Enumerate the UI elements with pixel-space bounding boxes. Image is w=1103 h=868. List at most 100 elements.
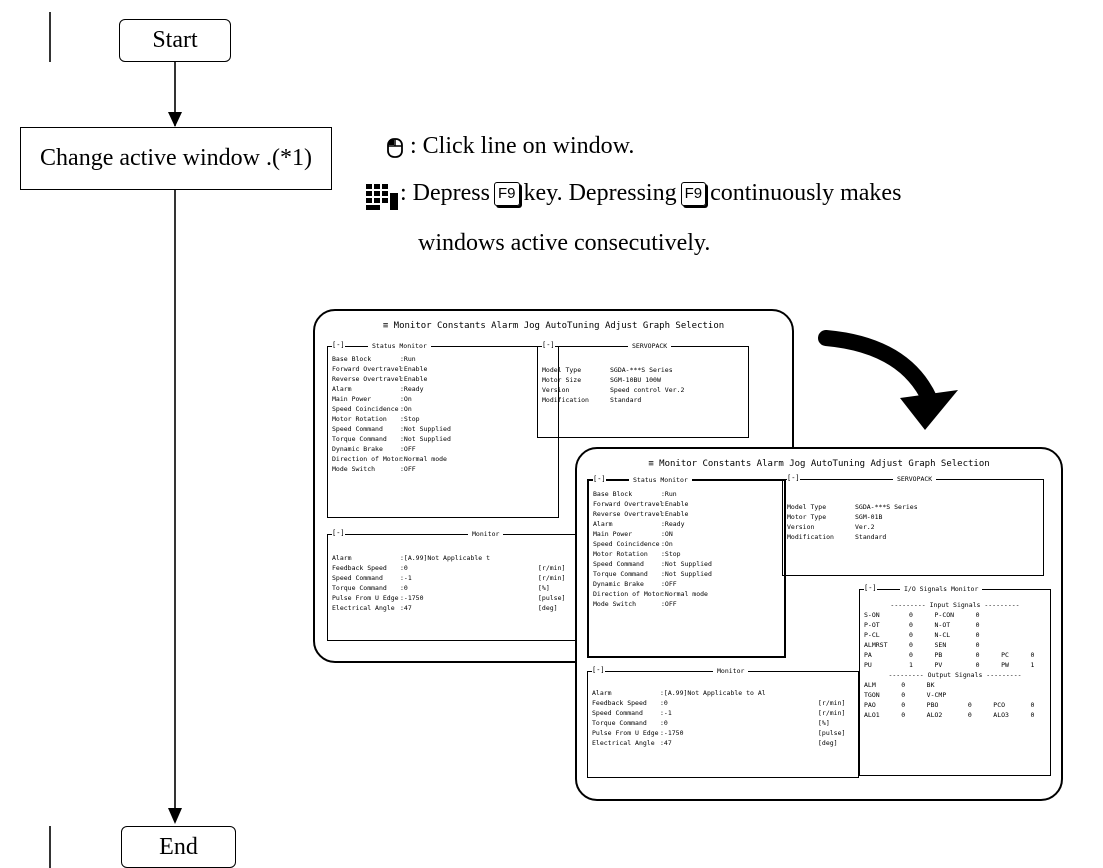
- screen-after: ≡ Monitor Constants Alarm Jog AutoTuning…: [575, 447, 1063, 801]
- monitor-row: Electrical Angle:47[deg]: [332, 604, 558, 612]
- status-row: Main Power:ON: [593, 530, 673, 538]
- signal-cell: N-CL: [934, 631, 951, 639]
- status-row: Reverse Overtravel:Enable: [332, 375, 428, 383]
- status-row: Mode Switch:OFF: [593, 600, 677, 608]
- window-control-icon: [-]: [787, 473, 800, 483]
- output-signals-heading: --------- Output Signals ---------: [888, 671, 1022, 679]
- monitor-row: Feedback Speed:0[r/min]: [332, 564, 566, 572]
- window-control-icon[interactable]: [-]: [593, 474, 606, 484]
- end-node: End: [121, 826, 236, 868]
- status-row: Speed Coincidence:On: [332, 405, 412, 413]
- process-label: Change active window .(*1): [40, 145, 312, 171]
- signal-cell: [1001, 610, 1024, 620]
- window-control-icon: [-]: [592, 665, 605, 675]
- status-row: Speed Command:Not Supplied: [332, 425, 451, 433]
- signal-cell: 0: [901, 701, 906, 709]
- servopack-title: SERVOPACK: [628, 341, 672, 351]
- status-row: Base Block:Run: [332, 355, 416, 363]
- signal-cell: [1031, 620, 1050, 630]
- status-row: Base Block:Run: [593, 490, 677, 498]
- signal-cell: PCO: [993, 701, 1006, 709]
- signal-cell: 0: [909, 631, 913, 639]
- start-label: Start: [152, 27, 198, 53]
- signal-cell: [993, 680, 1024, 690]
- status-row: Motor Rotation:Stop: [332, 415, 420, 423]
- end-label: End: [159, 833, 198, 860]
- status-monitor-title: Status Monitor: [629, 475, 692, 485]
- signal-cell: V-CMP: [926, 691, 947, 699]
- f9-key: F9: [493, 182, 520, 206]
- status-row: Mode Switch:OFF: [332, 465, 416, 473]
- status-row: Main Power:On: [332, 395, 412, 403]
- menu-bar: ≡ Monitor Constants Alarm Jog AutoTuning…: [382, 321, 725, 331]
- signal-cell: ALO1: [864, 711, 880, 719]
- keyboard-text-b: key. Depressing: [523, 180, 677, 206]
- status-row: Forward Overtravel:Enable: [332, 365, 428, 373]
- status-row: Torque Command:Not Supplied: [593, 570, 712, 578]
- monitor-row: Speed Command:-1[r/min]: [592, 709, 846, 717]
- signal-cell: 0: [1030, 651, 1035, 659]
- signal-cell: 0: [901, 711, 906, 719]
- process-node: Change active window .(*1): [20, 127, 332, 190]
- signal-cell: 0: [901, 681, 906, 689]
- status-row: Speed Command:Not Supplied: [593, 560, 712, 568]
- signal-cell: [1031, 610, 1050, 620]
- window-control-icon: [-]: [542, 340, 555, 350]
- status-row: Alarm:Ready: [332, 385, 424, 393]
- monitor-row: Alarm:[A.99]Not Applicable t: [332, 554, 491, 562]
- keyboard-instruction-line2: windows active consecutively.: [418, 230, 711, 256]
- monitor-panel: [-] Monitor Alarm:[A.99]Not Applicable t…: [327, 528, 579, 641]
- status-row: Motor Rotation:Stop: [593, 550, 681, 558]
- signal-cell: PU: [864, 661, 872, 669]
- monitor-panel: [-] Monitor Alarm:[A.99]Not Applicable t…: [587, 665, 859, 778]
- signal-cell: BK: [926, 681, 935, 689]
- signal-cell: 0: [975, 631, 980, 639]
- keyboard-text-c: continuously makes: [710, 180, 902, 206]
- io-signals-title: I/O Signals Monitor: [900, 584, 983, 594]
- signal-cell: 0: [909, 611, 913, 619]
- signal-cell: PBO: [926, 701, 939, 709]
- signal-cell: [1001, 640, 1024, 650]
- signal-cell: P-CON: [934, 611, 955, 619]
- signal-cell: 1: [909, 661, 913, 669]
- signal-cell: 0: [901, 691, 906, 699]
- start-node: Start: [119, 19, 231, 62]
- signal-cell: 0: [1030, 711, 1035, 719]
- f9-key-2: F9: [680, 182, 707, 206]
- signal-cell: 0: [1030, 701, 1035, 709]
- signal-cell: [1031, 680, 1050, 690]
- signal-cell: 0: [975, 621, 980, 629]
- signal-cell: P-CL: [864, 631, 880, 639]
- signal-cell: 0: [909, 641, 913, 649]
- monitor-title: Monitor: [468, 529, 504, 539]
- input-signals-heading: --------- Input Signals ---------: [890, 601, 1020, 609]
- status-monitor-panel-active[interactable]: [-] Status Monitor Base Block:Run Forwar…: [587, 474, 786, 658]
- signal-cell: 0: [909, 651, 913, 659]
- status-row: Dynamic Brake:OFF: [332, 445, 416, 453]
- monitor-row: Feedback Speed:0[r/min]: [592, 699, 846, 707]
- status-row: Reverse Overtravel:Enable: [593, 510, 689, 518]
- signal-cell: [968, 680, 987, 690]
- status-row: Forward Overtravel:Enable: [593, 500, 689, 508]
- signal-cell: PV: [934, 661, 943, 669]
- signal-cell: 0: [909, 621, 913, 629]
- signal-cell: S-ON: [864, 611, 880, 619]
- signal-cell: ALO2: [926, 711, 943, 719]
- status-row: Speed Coincidence:On: [593, 540, 673, 548]
- signal-cell: [1001, 620, 1024, 630]
- status-row: Dynamic Brake:OFF: [593, 580, 677, 588]
- signal-cell: PAO: [864, 701, 876, 709]
- mouse-icon: [387, 138, 403, 158]
- monitor-row: Pulse From U Edge:-1750[pulse]: [332, 594, 566, 602]
- window-control-icon: [-]: [864, 583, 877, 593]
